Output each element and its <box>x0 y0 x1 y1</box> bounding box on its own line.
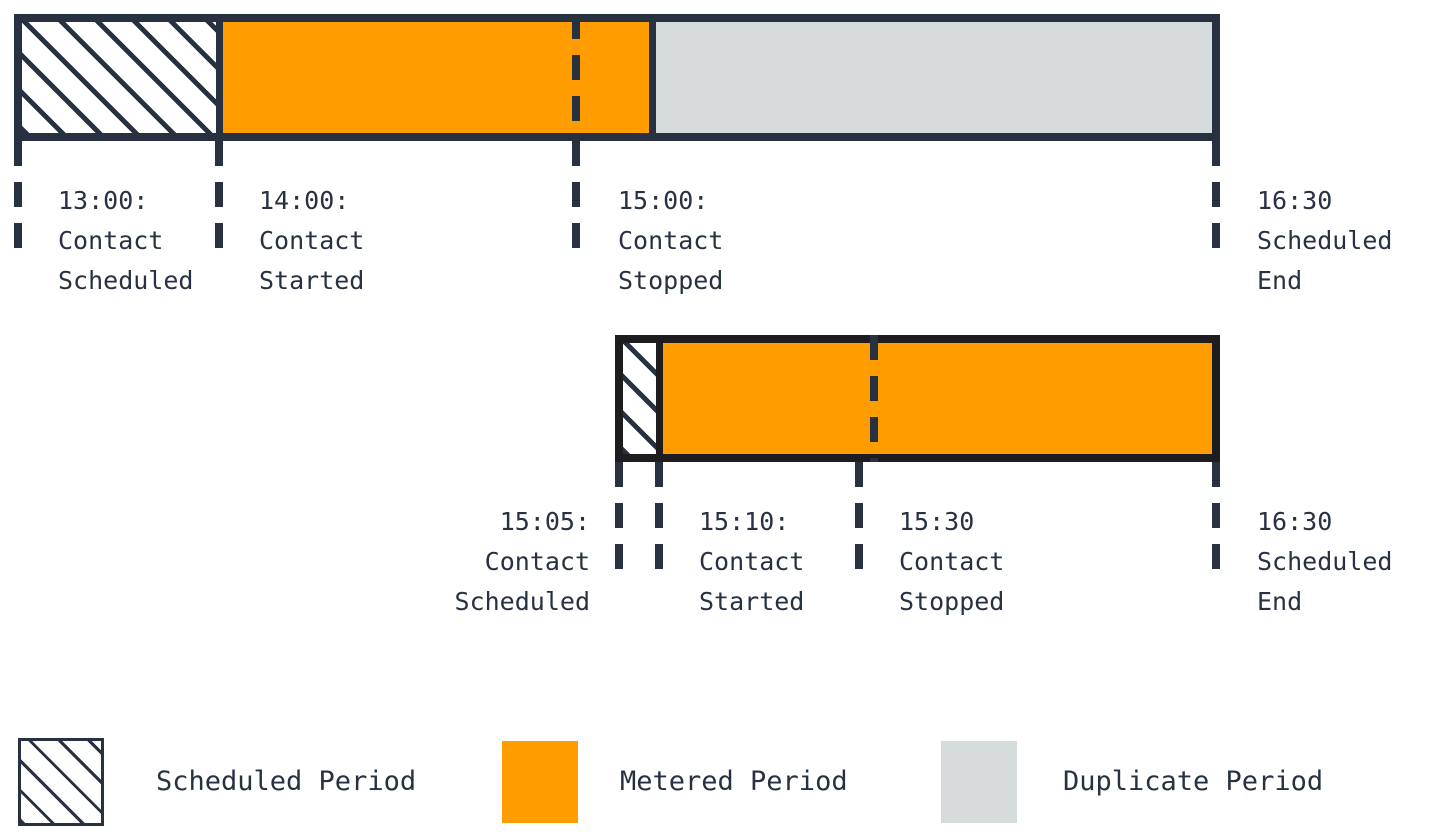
marker-time: 16:30 <box>1257 507 1333 536</box>
contact-stopped-marker-line <box>572 14 580 141</box>
marker-line1: Contact <box>899 547 1005 576</box>
marker-line2: Started <box>259 266 365 295</box>
tick-13-00 <box>14 141 22 251</box>
marker-line2: End <box>1257 266 1303 295</box>
tick-16-30-duplicate <box>1212 462 1220 572</box>
segment-metered-period <box>223 14 656 141</box>
marker-time: 15:05: <box>499 507 590 536</box>
legend-label-metered: Metered Period <box>620 766 848 797</box>
marker-line1: Contact <box>58 226 164 255</box>
segment-duplicate-period <box>656 22 1212 133</box>
marker-line1: Contact <box>259 226 365 255</box>
marker-time: 13:00: <box>58 186 149 215</box>
legend-label-scheduled: Scheduled Period <box>156 766 417 797</box>
legend-swatch-gray-icon <box>941 741 1017 823</box>
tick-15-05 <box>615 462 623 572</box>
marker-line1: Contact <box>699 547 805 576</box>
marker-line2: Scheduled <box>58 266 194 295</box>
tick-14-00 <box>215 141 223 251</box>
tick-15-10 <box>655 462 663 572</box>
tick-15-00 <box>572 141 580 251</box>
contact-stopped-marker-line <box>870 335 878 462</box>
marker-time: 16:30 <box>1257 186 1333 215</box>
segment-metered-period <box>663 335 1212 462</box>
marker-time: 15:10: <box>699 507 790 536</box>
segment-scheduled-period <box>22 22 223 133</box>
marker-line1: Contact <box>484 547 590 576</box>
marker-time: 15:30 <box>899 507 975 536</box>
marker-time: 15:00: <box>618 186 709 215</box>
marker-line1: Scheduled <box>1257 547 1393 576</box>
legend-item-duplicate: Duplicate Period <box>941 741 1323 823</box>
marker-line2: Stopped <box>618 266 724 295</box>
marker-line1: Contact <box>618 226 724 255</box>
timeline-bar-duplicate <box>615 335 1220 462</box>
marker-line1: Scheduled <box>1257 226 1393 255</box>
marker-line2: Stopped <box>899 587 1005 616</box>
marker-line2: Scheduled <box>454 587 590 616</box>
timeline-bar-original <box>14 14 1220 141</box>
marker-line2: End <box>1257 587 1303 616</box>
segment-scheduled-period <box>623 343 663 454</box>
legend-swatch-orange-icon <box>502 741 578 823</box>
legend-item-scheduled: Scheduled Period <box>18 738 416 826</box>
marker-line2: Started <box>699 587 805 616</box>
legend-swatch-hatched-icon <box>18 738 104 826</box>
marker-time: 14:00: <box>259 186 350 215</box>
tick-16-30 <box>1212 141 1220 251</box>
tick-15-30 <box>855 462 863 572</box>
legend-label-duplicate: Duplicate Period <box>1063 766 1324 797</box>
legend-item-metered: Metered Period <box>502 741 848 823</box>
